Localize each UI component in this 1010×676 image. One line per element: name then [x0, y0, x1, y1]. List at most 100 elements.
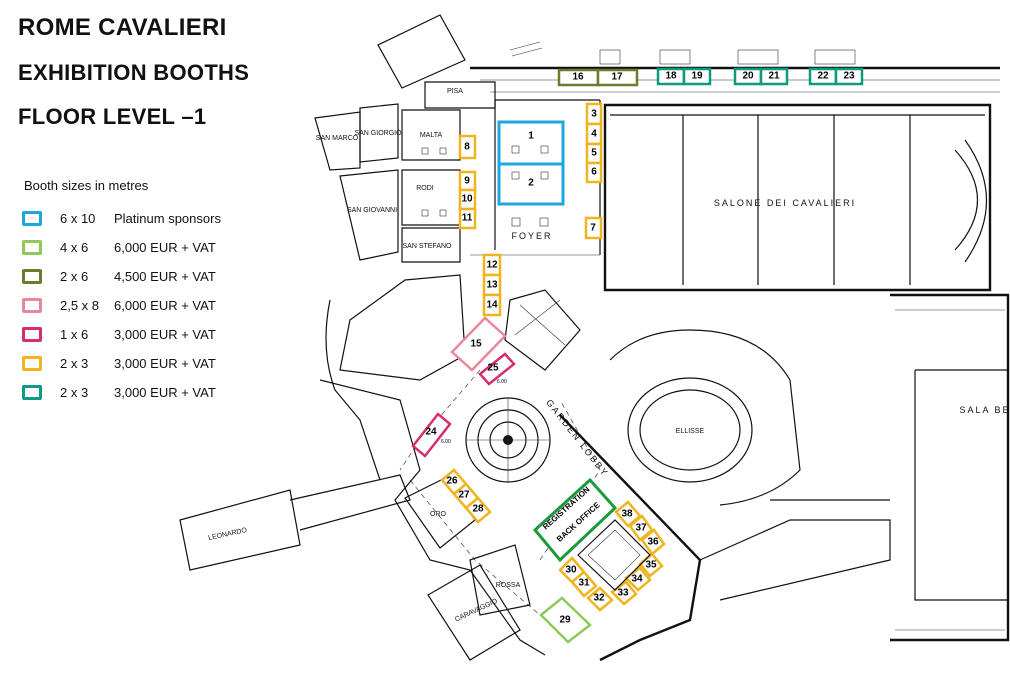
title-floor-level: FLOOR LEVEL –1 [18, 104, 207, 129]
booth-7-number: 7 [590, 223, 596, 234]
booth-24[interactable]: 24 [411, 412, 452, 458]
booth-34-number: 34 [631, 574, 643, 585]
booth-16[interactable]: 16 [557, 68, 600, 87]
room-rodi: RODI [416, 185, 434, 192]
booth-28-number: 28 [472, 504, 484, 515]
booth-25[interactable]: 25 [478, 352, 516, 386]
booth-26-number: 26 [446, 476, 458, 487]
booth-9[interactable]: 9 [458, 170, 477, 192]
legend-swatch [22, 326, 42, 342]
room-san-stefano: SAN STEFANO [402, 243, 452, 250]
legend-swatch [22, 297, 42, 313]
booth-34[interactable]: 34 [624, 566, 652, 592]
legend-size: 4 x 6 [60, 239, 89, 255]
booth-21[interactable]: 21 [759, 67, 789, 86]
booth-8[interactable]: 8 [458, 134, 477, 160]
booth-21-number: 21 [768, 71, 780, 82]
booth-4[interactable]: 4 [585, 122, 603, 146]
booth-15-number: 15 [470, 339, 482, 350]
registration-desk[interactable]: REGISTRATION BACK OFFICE [532, 477, 618, 563]
booth-14[interactable]: 14 [482, 293, 502, 317]
booth-29[interactable]: 29 [539, 596, 592, 644]
booth-13[interactable]: 13 [482, 273, 502, 297]
booth-10[interactable]: 10 [458, 188, 477, 211]
booth-20-number: 20 [742, 71, 754, 82]
booth-35-number: 35 [645, 560, 657, 571]
booth-18[interactable]: 18 [656, 67, 686, 86]
legend-item: 2,5 x 8 6,000 EUR + VAT [22, 294, 216, 316]
room-foyer: FOYER [511, 231, 552, 241]
booth-37-number: 37 [635, 523, 647, 534]
booth-18-number: 18 [665, 71, 677, 82]
booth-38[interactable]: 38 [614, 500, 642, 528]
booth-29-number: 29 [559, 615, 571, 626]
booth-1[interactable]: 1 [497, 120, 565, 166]
booth-31[interactable]: 31 [570, 570, 598, 598]
room-pisa: PISA [447, 88, 463, 95]
booth-23[interactable]: 23 [834, 67, 864, 86]
booth-13-number: 13 [486, 280, 498, 291]
booth-25-number: 25 [487, 363, 499, 374]
legend-price: 6,000 EUR + VAT [114, 297, 216, 313]
legend-size: 2,5 x 8 [60, 297, 100, 313]
booth-7[interactable]: 7 [584, 216, 603, 240]
legend-price: Platinum sponsors [114, 210, 221, 226]
room-oro: ORO [430, 511, 447, 518]
booth-3-number: 3 [591, 109, 597, 120]
booth-22-number: 22 [817, 71, 829, 82]
booth-33[interactable]: 33 [610, 580, 638, 606]
booth-23-number: 23 [843, 71, 855, 82]
booth-27-number: 27 [458, 490, 470, 501]
booth-16-number: 16 [572, 72, 584, 83]
booth-22[interactable]: 22 [808, 67, 838, 86]
booth-32[interactable]: 32 [586, 586, 614, 612]
booth-12[interactable]: 12 [482, 253, 502, 277]
booth-4-number: 4 [591, 129, 597, 140]
booth-11[interactable]: 11 [458, 207, 477, 230]
legend-size: 2 x 3 [60, 384, 89, 400]
booth-8-number: 8 [464, 142, 470, 153]
booth-5[interactable]: 5 [585, 142, 603, 165]
booth-30-number: 30 [565, 565, 577, 576]
room-san-giovanni: SAN GIOVANNI [347, 207, 397, 214]
legend-size: 1 x 6 [60, 326, 89, 342]
booth-15[interactable]: 15 [450, 316, 507, 372]
room-san-giorgio: SAN GIORGIO [354, 130, 402, 137]
booth-32-number: 32 [593, 593, 605, 604]
booth-20[interactable]: 20 [733, 67, 763, 86]
booth-17[interactable]: 17 [596, 68, 639, 87]
booth-36-number: 36 [647, 537, 659, 548]
booth-25-dimension: 6.00 [497, 379, 507, 385]
legend-size: 6 x 10 [60, 210, 96, 226]
booth-37[interactable]: 37 [628, 514, 654, 542]
room-rossa: ROSSA [496, 582, 521, 589]
booth-9-number: 9 [464, 176, 470, 187]
booth-31-number: 31 [578, 578, 590, 589]
booth-19[interactable]: 19 [682, 67, 712, 86]
room-garden-lobby: GARDEN LOBBY [544, 398, 610, 479]
room-malta: MALTA [420, 132, 443, 139]
title-venue: ROME CAVALIERI [18, 14, 227, 41]
legend-title: Booth sizes in metres [24, 178, 149, 193]
booth-19-number: 19 [691, 71, 703, 82]
room-san-marco: SAN MARCO [316, 135, 359, 142]
booth-12-number: 12 [486, 260, 498, 271]
room-salone-dei-cavalieri: SALONE DEI CAVALIERI [714, 198, 856, 208]
booth-10-number: 10 [461, 194, 473, 205]
booth-2[interactable]: 2 [497, 162, 565, 206]
legend-price: 3,000 EUR + VAT [114, 355, 216, 371]
booth-28[interactable]: 28 [464, 496, 492, 524]
booth-3[interactable]: 3 [585, 102, 603, 126]
legend-swatch [22, 239, 42, 255]
booth-36[interactable]: 36 [640, 528, 666, 556]
booth-1-number: 1 [528, 131, 534, 142]
room-caravaggio: CARAVAGGIO [454, 598, 499, 624]
booth-33-number: 33 [617, 588, 629, 599]
room-ellisse: ELLISSE [676, 428, 705, 435]
booth-6[interactable]: 6 [585, 161, 603, 184]
booth-38-number: 38 [621, 509, 633, 520]
